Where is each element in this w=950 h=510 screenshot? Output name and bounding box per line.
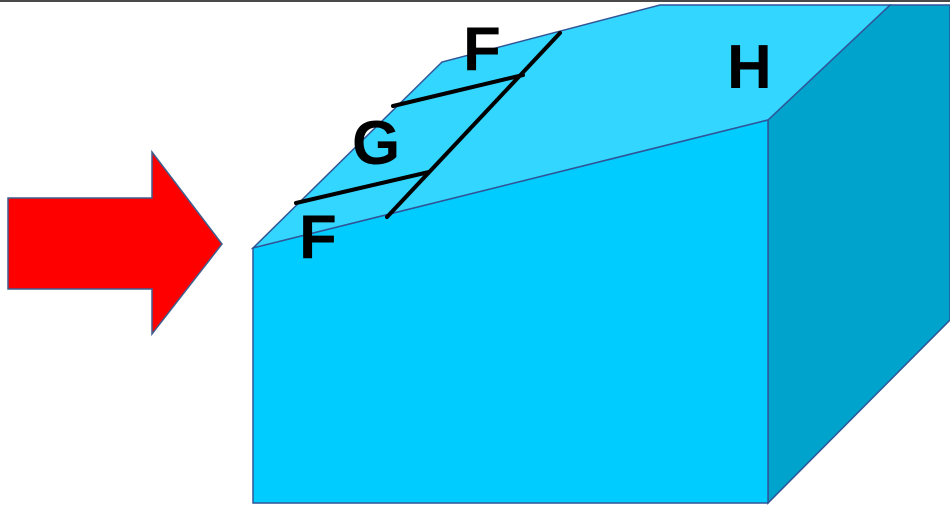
- main-fault-line: [385, 31, 562, 219]
- label-g: G: [352, 109, 400, 178]
- top-border: [0, 0, 950, 2]
- upper-fault-line: [391, 73, 525, 108]
- compression-arrow: [7, 149, 223, 337]
- lower-fault-line: [294, 170, 431, 205]
- label-h: H: [727, 33, 772, 102]
- block-front-face: [252, 119, 769, 504]
- label-f-top: F: [463, 15, 501, 84]
- label-f-bottom: F: [299, 203, 337, 272]
